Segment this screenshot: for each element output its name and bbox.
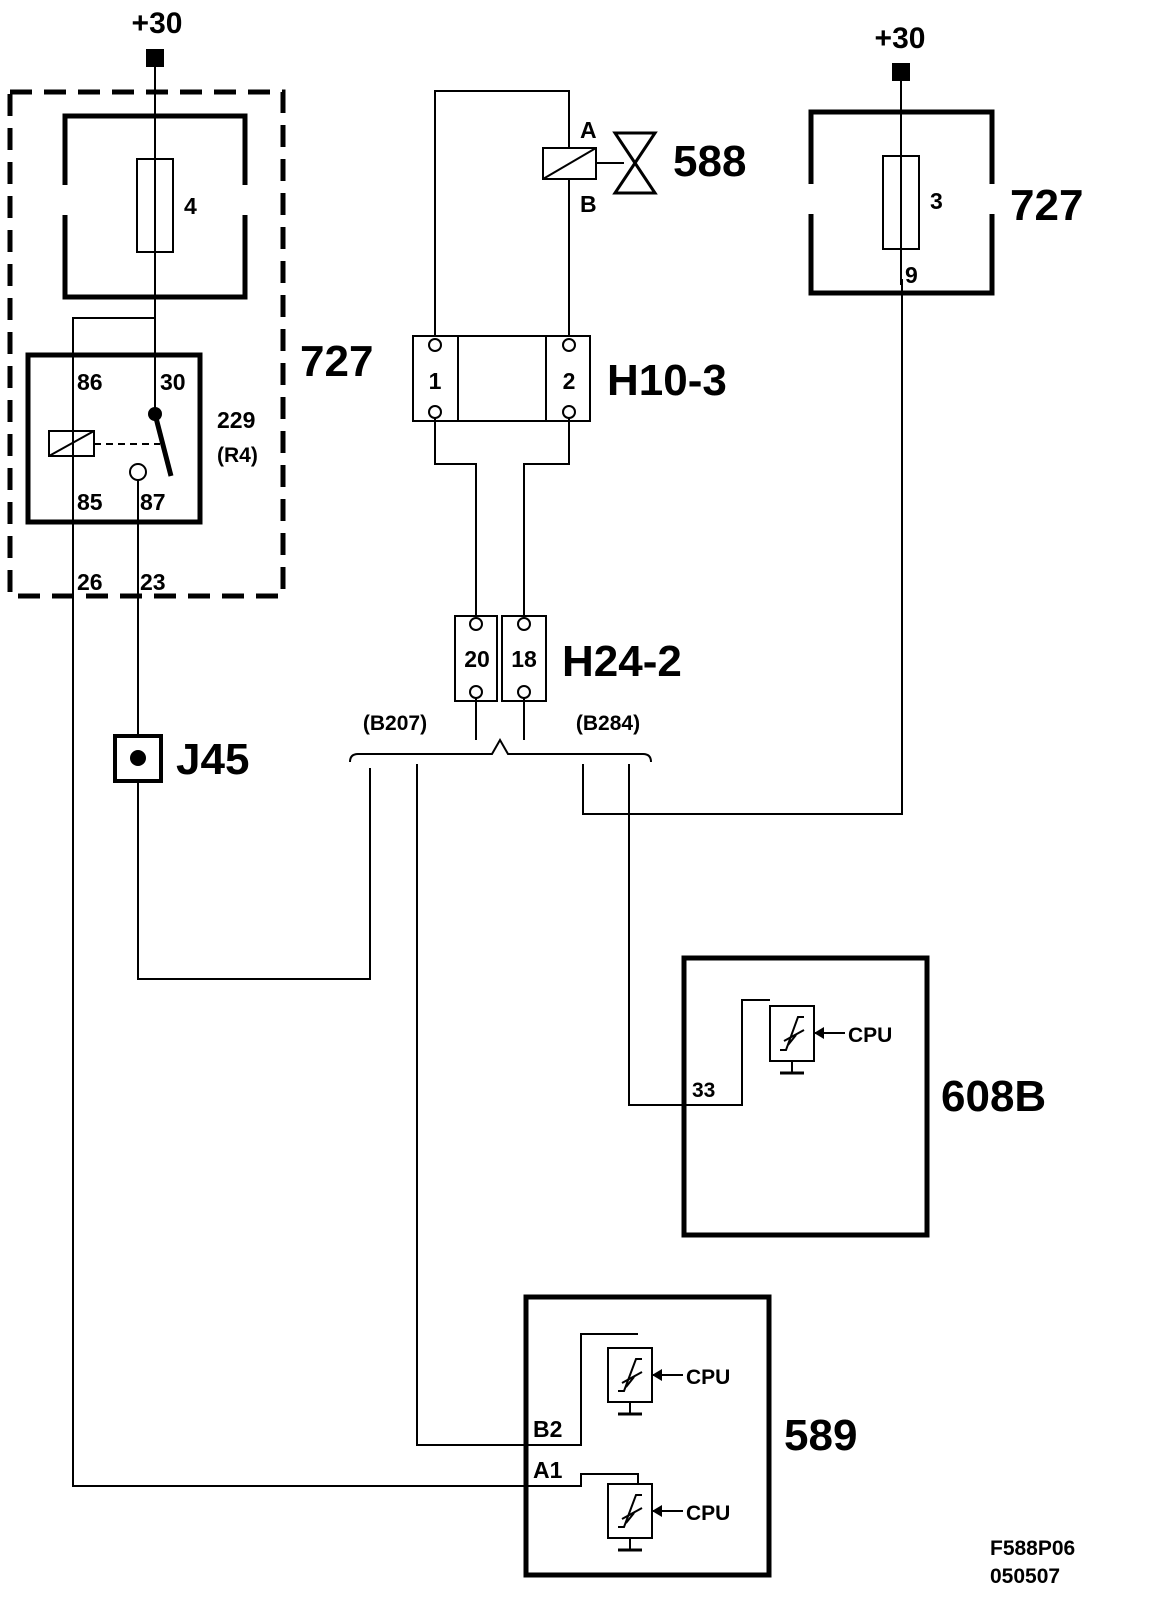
connector-h24-pin-20: 20 <box>464 646 490 672</box>
relay-switch-arm <box>152 413 174 477</box>
footer-code: F588P06 <box>990 1537 1075 1560</box>
branch-b284-label: (B284) <box>576 712 640 735</box>
ecu-589-label: 589 <box>784 1411 857 1460</box>
ecu-608b-housing <box>681 955 930 1238</box>
junction-j45-dot <box>130 750 146 766</box>
connector-h10-3-body <box>412 335 591 422</box>
junction-j45-label: J45 <box>176 735 249 784</box>
wire-26-to-589-a1 <box>72 317 540 1487</box>
relay-pin-85: 85 <box>77 489 103 515</box>
relay-contact-87 <box>129 463 147 481</box>
ecu-589-cpu-1-label: CPU <box>686 1366 730 1389</box>
fuse-3-label: 3 <box>930 188 943 214</box>
ecu-608b-cpu-label: CPU <box>848 1024 892 1047</box>
fuse-box-pin-23: 23 <box>140 569 166 595</box>
ecu-608b-label: 608B <box>941 1072 1046 1121</box>
valve-pin-a: A <box>580 117 597 143</box>
fuse-box-right-pin-9: 9 <box>905 262 918 288</box>
relay-pin-86: 86 <box>77 369 103 395</box>
ecu-589-housing <box>523 1294 772 1578</box>
footer-date: 050507 <box>990 1565 1060 1588</box>
fuse-box-main-outline <box>7 89 286 599</box>
fuse-box-pin-26: 26 <box>77 569 103 595</box>
relay-pin-87: 87 <box>140 489 166 515</box>
ecu-608b-pin-33: 33 <box>692 1079 715 1102</box>
connector-h10-pin-1: 1 <box>429 368 442 394</box>
ecu-589-pin-b2: B2 <box>533 1416 562 1442</box>
supply-right-terminal <box>892 63 910 81</box>
supply-left-label: +30 <box>132 7 183 40</box>
relay-229-housing <box>25 352 203 525</box>
branch-b207-label: (B207) <box>363 712 427 735</box>
connector-h24-pin-18: 18 <box>511 646 537 672</box>
relay-pin-30: 30 <box>160 369 186 395</box>
supply-right-label: +30 <box>875 22 926 55</box>
fuse-box-main-label: 727 <box>300 337 373 386</box>
relay-number: 229 <box>217 407 255 433</box>
supply-left-terminal <box>146 49 164 67</box>
ecu-589-cpu-2-label: CPU <box>686 1502 730 1525</box>
relay-code: (R4) <box>217 444 258 467</box>
wire-bus-to-608b-33 <box>628 764 770 1106</box>
connector-h10-label: H10-3 <box>607 356 727 405</box>
valve-label: 588 <box>673 137 746 186</box>
ecu-589-pin-a1: A1 <box>533 1457 563 1483</box>
fuse-box-right-label: 727 <box>1010 181 1083 230</box>
wire-h10-1-to-h24-20 <box>434 418 477 618</box>
bus-brace <box>349 737 652 763</box>
wire-h10-2-to-h24-18 <box>523 418 570 618</box>
valve-symbol <box>612 131 658 195</box>
supply-right: +30 <box>875 22 926 285</box>
connector-h24-label: H24-2 <box>562 637 682 686</box>
connector-h10-pin-2: 2 <box>563 368 576 394</box>
wire-bus-to-589-b2 <box>416 764 638 1446</box>
valve-pin-b: B <box>580 191 597 217</box>
wire-23-via-j45 <box>137 480 371 980</box>
wire-h10-1-to-valve-a <box>434 90 570 344</box>
wire-bus-to-fuse-3 <box>582 279 903 815</box>
fuse-4-label: 4 <box>184 193 197 219</box>
